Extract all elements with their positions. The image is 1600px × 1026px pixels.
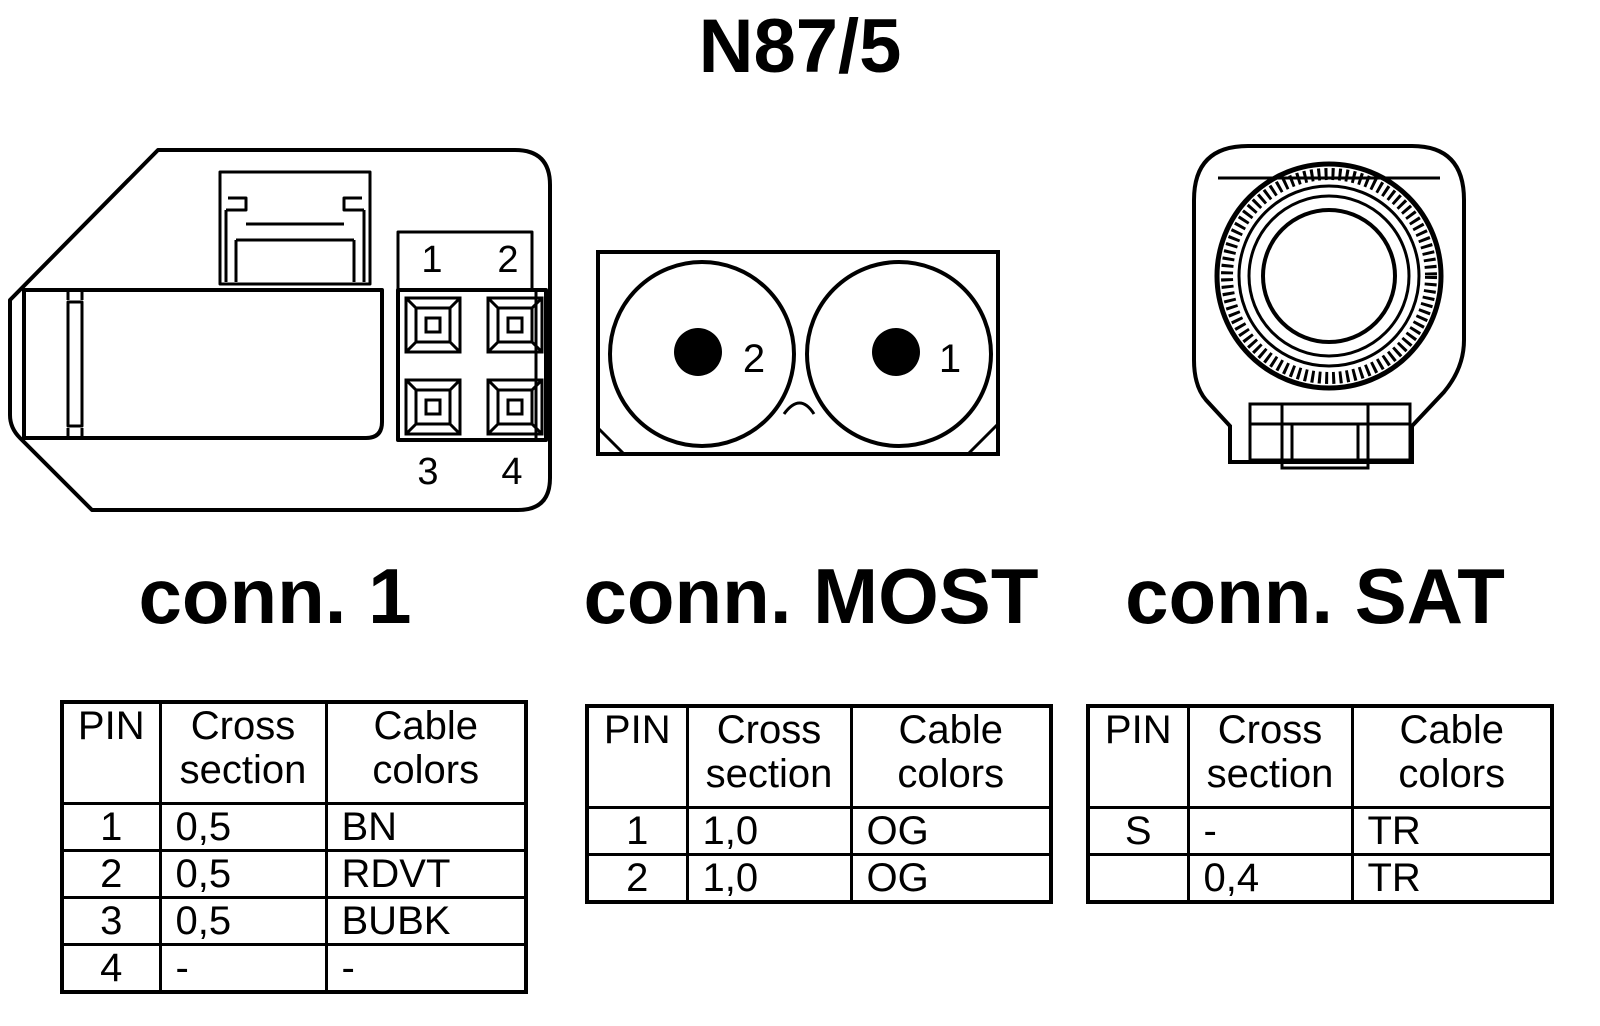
cable-color-cell: OG [849, 806, 1053, 856]
cross-section-cell: 0,5 [158, 802, 328, 852]
connector-drawings: 1 2 3 4 2 1 [8, 144, 1466, 512]
table-row: S - TR [1086, 806, 1554, 856]
header-pin: PIN [60, 700, 162, 805]
pin-cell: 2 [60, 849, 162, 899]
connector-1-pin-label: 4 [501, 451, 522, 493]
cable-color-cell: - [324, 943, 528, 994]
cable-color-cell: OG [849, 853, 1053, 904]
table-row: 1 0,5 BN [60, 802, 528, 852]
connector-1-drawing [8, 148, 552, 512]
connector-most-label: conn. MOST [583, 552, 1039, 640]
pin-cell: S [1086, 806, 1190, 856]
pin-cell [1086, 853, 1190, 904]
cable-color-cell: TR [1350, 853, 1554, 904]
cross-section-cell: 0,5 [158, 896, 328, 946]
cross-section-cell: - [1186, 806, 1354, 856]
connector-sat-label: conn. SAT [1125, 552, 1505, 640]
connector-sat-drawing [1192, 144, 1466, 470]
cross-section-cell: 0,5 [158, 849, 328, 899]
table-row: 3 0,5 BUBK [60, 896, 528, 946]
pin-cell: 4 [60, 943, 162, 994]
connector-1-pin-label: 3 [417, 451, 438, 493]
diagram-title: N87/5 [698, 4, 902, 89]
table-row: 4 - - [60, 943, 528, 994]
cross-section-cell: 1,0 [685, 806, 853, 856]
connector-most-pin-label: 2 [743, 337, 765, 381]
table-row: 0,4 TR [1086, 853, 1554, 904]
cable-color-cell: BN [324, 802, 528, 852]
pin-cell: 1 [60, 802, 162, 852]
connector-1-label: conn. 1 [138, 552, 412, 640]
cable-color-cell: RDVT [324, 849, 528, 899]
pin-cell: 1 [585, 806, 689, 856]
cable-color-cell: TR [1350, 806, 1554, 856]
table-row: 1 1,0 OG [585, 806, 1053, 856]
connector-1-pin-label: 1 [421, 239, 442, 281]
cross-section-cell: - [158, 943, 328, 994]
connector-most-pin-dots [674, 328, 920, 376]
table-row: 2 0,5 RDVT [60, 849, 528, 899]
cross-section-cell: 0,4 [1186, 853, 1354, 904]
connector-most-pin-label: 1 [939, 337, 961, 381]
header-pin: PIN [585, 704, 689, 809]
connector-1-pin-label: 2 [497, 239, 518, 281]
pin-cell: 3 [60, 896, 162, 946]
pin-cell: 2 [585, 853, 689, 904]
cross-section-cell: 1,0 [685, 853, 853, 904]
header-pin: PIN [1086, 704, 1190, 809]
cable-color-cell: BUBK [324, 896, 528, 946]
connector-1-pin-cells [404, 296, 544, 436]
connector-most-drawing [596, 250, 1000, 456]
table-row: 2 1,0 OG [585, 853, 1053, 904]
